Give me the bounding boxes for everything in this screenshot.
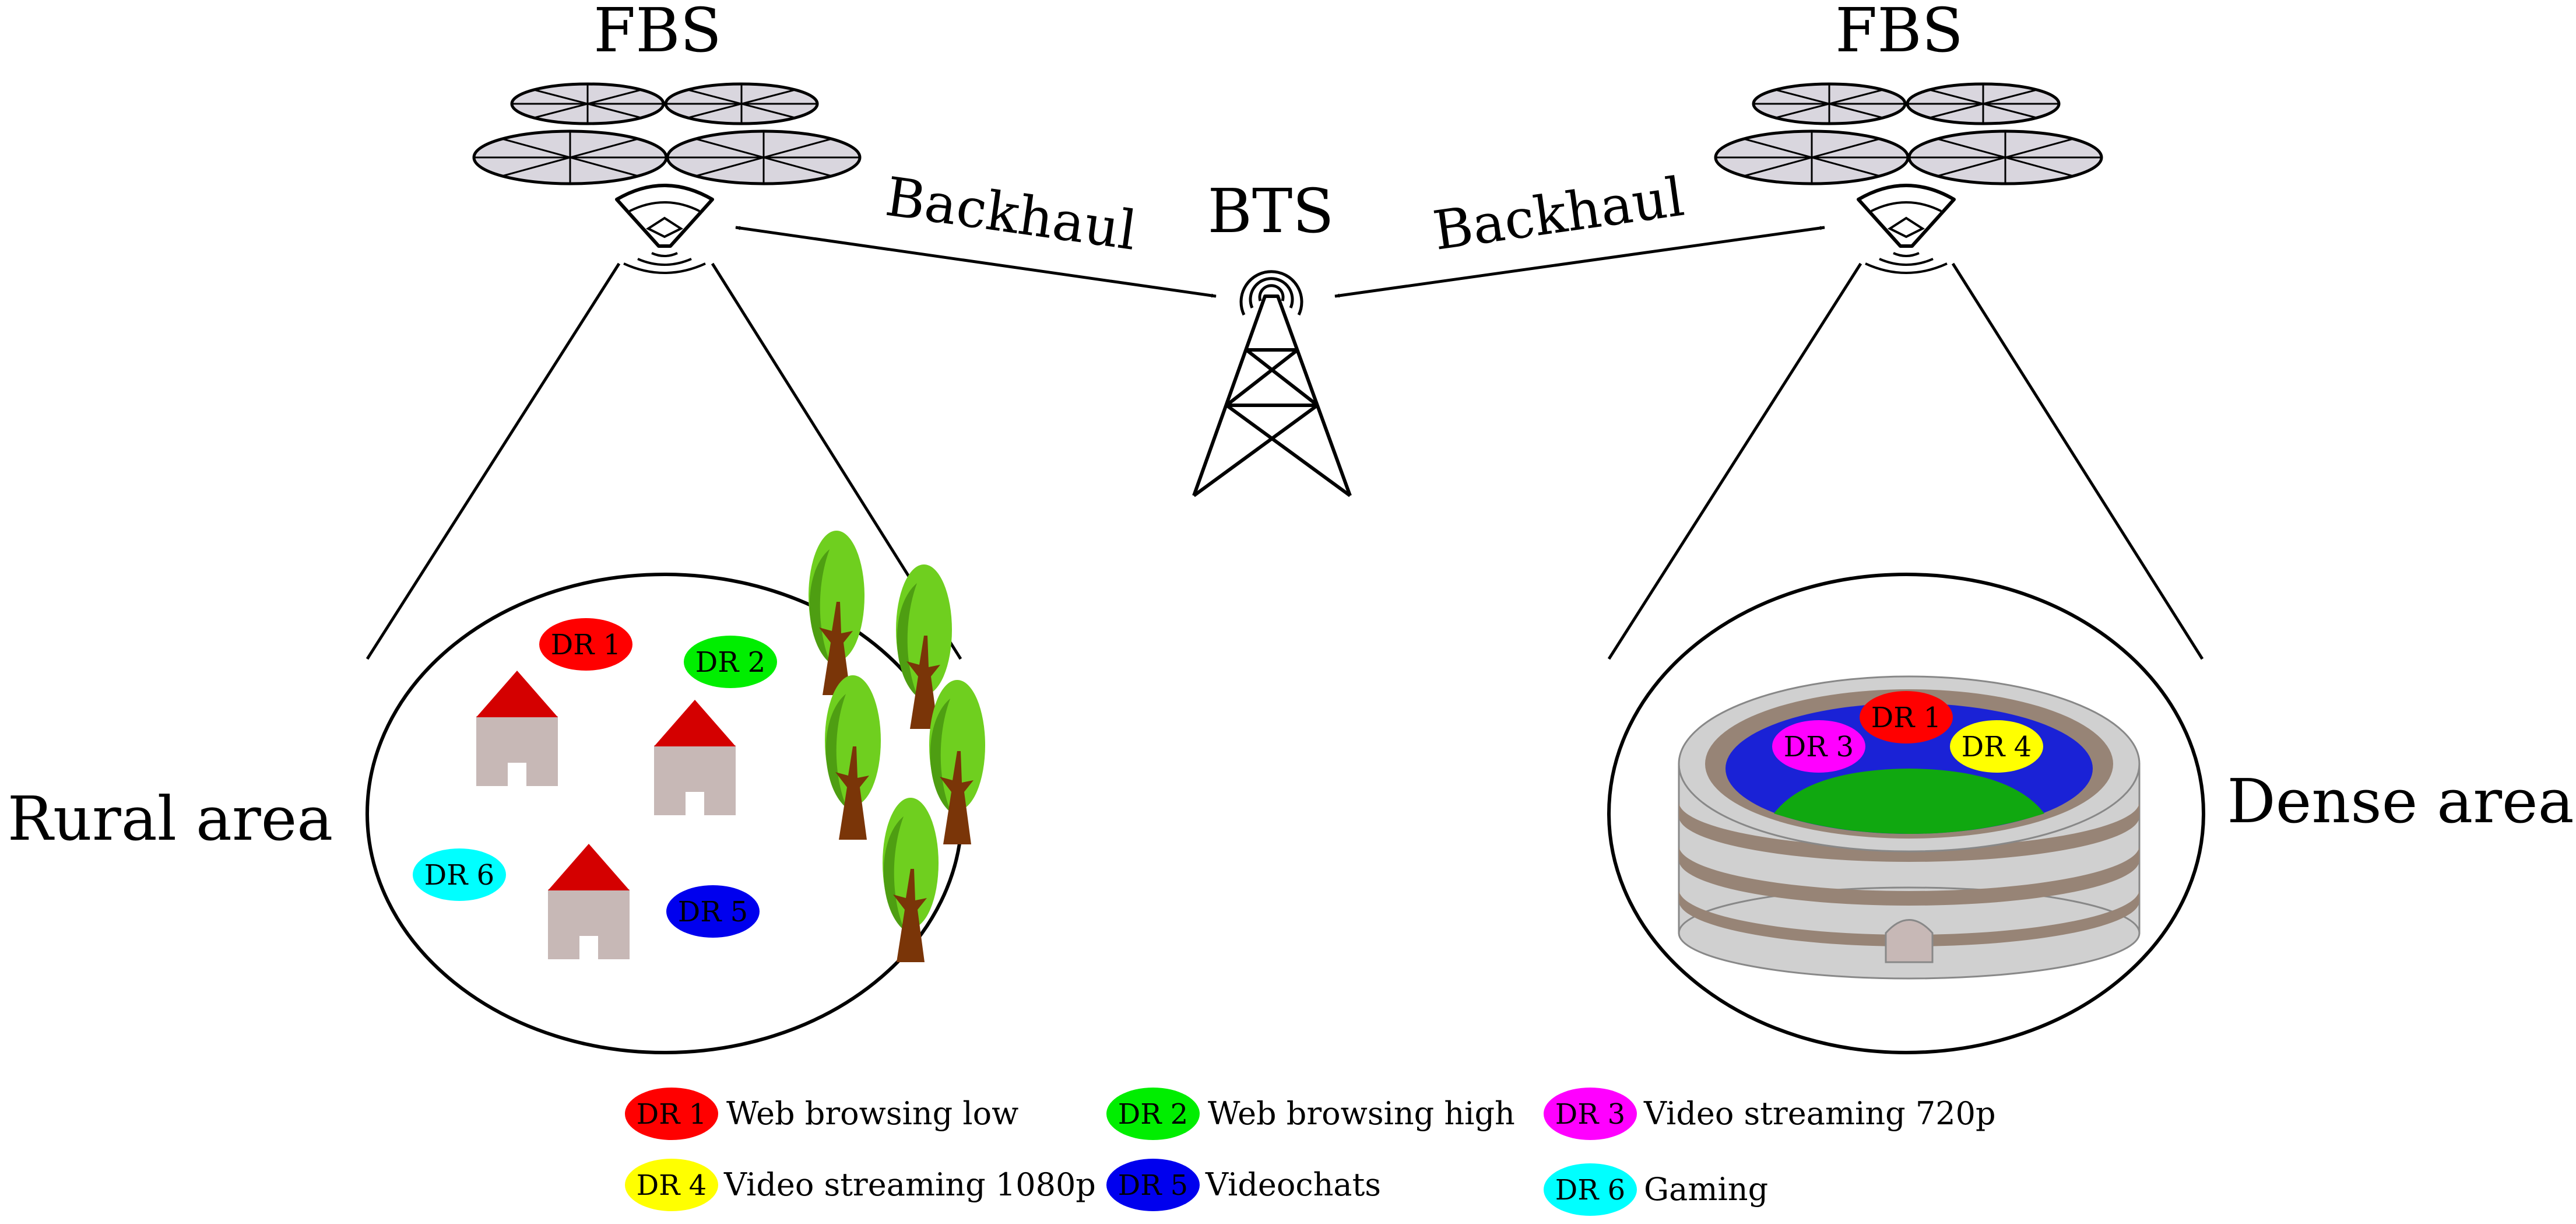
svg-text:DR 2: DR 2 [695,646,765,679]
coverage-line [1951,262,2204,660]
dr1-badge: DR 1 [1860,691,1953,743]
fbs-right-drone: FBS [1716,0,2101,273]
dense-area: Dense area DR 1 DR 3 [1607,573,2574,1054]
bts-label: BTS [1207,176,1334,247]
coverage-line [366,262,621,660]
legend-item-dr1: DR 1 Web browsing low [625,1088,1018,1140]
svg-text:DR 4: DR 4 [1962,731,2032,763]
rural-area: Rural area DR 1 DR 2 DR 6 DR 5 [8,531,985,1054]
legend-item-dr3: DR 3 Video streaming 720p [1544,1088,1996,1140]
rotor-icon [1907,84,2059,124]
legend: DR 1 Web browsing low DR 2 Web browsing … [625,1088,1996,1216]
rotor-icon [667,131,860,184]
backhaul-right-arrow [1334,226,1825,298]
svg-text:DR 4: DR 4 [637,1169,707,1202]
legend-item-dr5: DR 5 Videochats [1106,1159,1381,1211]
dr5-badge: DR 5 [666,885,760,938]
rotor-icon [474,131,666,184]
svg-text:Video streaming 1080p: Video streaming 1080p [723,1166,1096,1203]
svg-text:Web browsing high: Web browsing high [1208,1095,1515,1132]
svg-text:DR 5: DR 5 [1118,1169,1188,1202]
dr2-badge: DR 2 [684,636,777,688]
radio-wave-icon [1239,270,1303,316]
svg-text:Videochats: Videochats [1205,1166,1381,1203]
svg-text:Web browsing low: Web browsing low [726,1095,1018,1132]
antenna-icon [1858,185,1954,273]
rotor-icon [666,84,817,124]
rotor-icon [1909,131,2101,184]
svg-text:DR 3: DR 3 [1784,731,1854,763]
svg-text:DR 3: DR 3 [1555,1098,1625,1131]
dr4-badge: DR 4 [1950,720,2043,773]
fbs-right-label: FBS [1835,0,1963,66]
svg-text:DR 2: DR 2 [1118,1098,1188,1131]
tower-icon [1192,294,1352,497]
svg-text:Gaming: Gaming [1644,1171,1768,1208]
legend-item-dr4: DR 4 Video streaming 1080p [625,1159,1096,1211]
rotor-icon [1716,131,1908,184]
svg-text:DR 1: DR 1 [637,1098,707,1131]
backhaul-left-label: Backhaul [882,166,1140,262]
svg-text:DR 5: DR 5 [678,896,748,928]
antenna-icon [617,185,712,273]
rural-area-label: Rural area [8,783,333,854]
svg-text:DR 1: DR 1 [551,629,621,661]
backhaul-left-arrow [735,226,1217,298]
coverage-line [1607,262,1862,660]
svg-text:Video streaming 720p: Video streaming 720p [1643,1095,1996,1132]
legend-item-dr2: DR 2 Web browsing high [1106,1088,1515,1140]
svg-text:DR 1: DR 1 [1871,702,1941,734]
backhaul-right-label: Backhaul [1429,166,1688,262]
stadium-icon: DR 1 DR 3 DR 4 [1678,675,2141,980]
bts-tower: BTS [1192,176,1352,497]
dense-area-label: Dense area [2227,766,2574,837]
svg-text:DR 6: DR 6 [1555,1174,1625,1207]
fbs-left-drone: FBS [474,0,860,273]
legend-item-dr6: DR 6 Gaming [1544,1163,1768,1216]
svg-text:DR 6: DR 6 [424,859,494,892]
dr3-badge: DR 3 [1772,720,1865,773]
dr6-badge: DR 6 [413,848,506,901]
fbs-left-label: FBS [593,0,722,66]
rotor-icon [1753,84,1905,124]
dr1-badge: DR 1 [539,618,632,671]
rotor-icon [512,84,663,124]
